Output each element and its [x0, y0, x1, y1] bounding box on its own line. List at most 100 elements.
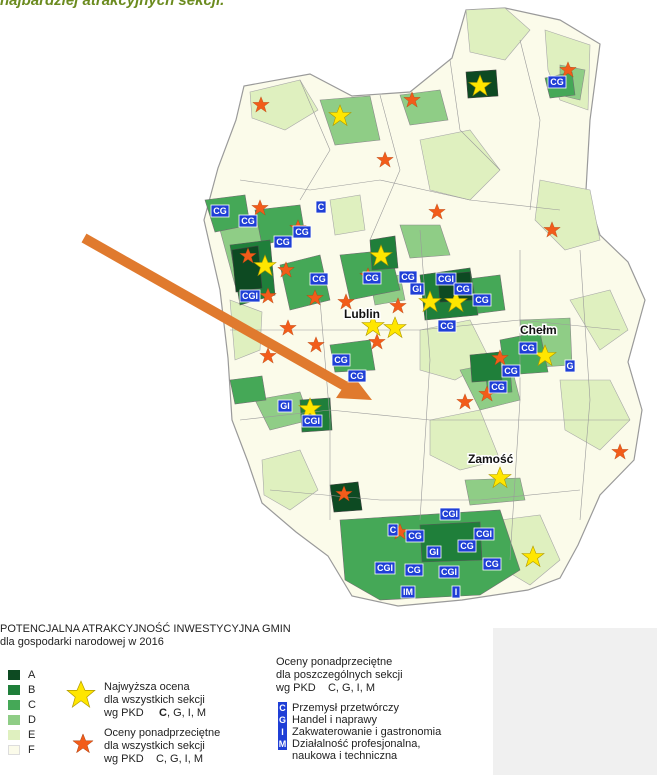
badge: CG	[472, 293, 492, 307]
legend-star-bottom-text: Oceny ponadprzeciętne dla wszystkich sek…	[104, 727, 220, 766]
svg-text:GI: GI	[412, 284, 422, 294]
badge: CG	[501, 364, 521, 378]
star-yellow-icon	[488, 466, 512, 489]
svg-text:GI: GI	[429, 547, 439, 557]
svg-text:CGI: CGI	[242, 291, 258, 301]
orange-stars	[239, 61, 629, 540]
pkd-badges: CG CG CG C CG CG CG CGI CG CG CGI CG CG …	[210, 75, 576, 599]
star-orange-icon	[543, 221, 561, 238]
star-orange-icon	[251, 199, 269, 216]
badge: CGI	[374, 561, 396, 575]
legend-right-header-line3: wg PKD C, G, I, M	[276, 682, 376, 694]
badge: CG	[273, 235, 293, 249]
badge: CG	[488, 380, 508, 394]
star-yellow-icon	[444, 290, 468, 313]
badge: CG	[405, 529, 425, 543]
svg-text:CG: CG	[365, 273, 379, 283]
svg-text:CG: CG	[241, 216, 255, 226]
star-orange-icon	[389, 297, 407, 314]
legend-title-line1: POTENCJALNA ATRAKCYJNOŚĆ INWESTYCYJNA GM…	[0, 623, 291, 635]
svg-text:CG: CG	[440, 321, 454, 331]
legend-star-top-line1: Najwyższa ocena	[104, 681, 190, 693]
city-label-zamosc: Zamość	[468, 452, 514, 466]
badge: CG	[331, 353, 351, 367]
legend-star-yellow-icon	[66, 680, 96, 708]
svg-text:CGI: CGI	[438, 274, 454, 284]
legend-gray-panel	[493, 628, 657, 775]
star-orange-icon	[403, 91, 421, 108]
svg-text:CGI: CGI	[442, 509, 458, 519]
class-e-areas	[229, 7, 631, 586]
pkd-label-c: Przemysł przetwórczy	[292, 702, 399, 714]
svg-text:CGI: CGI	[377, 563, 393, 573]
pkd-code-c: C	[278, 702, 287, 714]
svg-text:CG: CG	[407, 565, 421, 575]
legend-star-bottom-line3: wg PKD C, G, I, M	[104, 753, 204, 765]
svg-text:CG: CG	[491, 382, 505, 392]
legend-class-b: B	[28, 684, 36, 696]
legend-title-line2: dla gospodarki narodowej w 2016	[0, 636, 164, 648]
pkd-code-g: G	[278, 714, 287, 726]
star-orange-icon	[337, 293, 355, 310]
star-orange-icon	[277, 261, 295, 278]
svg-text:CG: CG	[521, 343, 535, 353]
badge: G	[564, 359, 576, 373]
badge: CGI	[473, 527, 495, 541]
star-yellow-icon	[369, 244, 393, 267]
badge: CG	[210, 204, 230, 218]
pkd-label-m: Działalność profesjonalna,	[292, 738, 421, 750]
legend-swatch-a	[8, 670, 20, 680]
star-orange-icon	[279, 319, 297, 336]
legend-class-e: E	[28, 729, 36, 741]
svg-text:CG: CG	[334, 355, 348, 365]
pkd-label-m-extra: naukowa i techniczna	[292, 750, 398, 762]
star-orange-icon	[376, 151, 394, 168]
badge: CGI	[301, 414, 323, 428]
svg-text:CG: CG	[295, 227, 309, 237]
legend-star-top-text: Najwyższa ocena dla wszystkich sekcji wg…	[104, 681, 206, 720]
badge: CG	[547, 75, 567, 89]
svg-text:CG: CG	[504, 366, 518, 376]
star-yellow-icon	[298, 397, 322, 420]
badge: IM	[400, 585, 416, 599]
legend-right-header-line2: dla poszczególnych sekcji	[276, 669, 403, 681]
badge: CG	[347, 369, 367, 383]
badge: CGI	[438, 565, 460, 579]
legend-star-top-line3: wg PKD C, G, I, M	[104, 707, 207, 719]
legend-swatch-b	[8, 685, 20, 695]
badge: GI	[409, 282, 425, 296]
badge: CG	[292, 225, 312, 239]
legend-title: POTENCJALNA ATRAKCYJNOŚĆ INWESTYCYJNA GM…	[0, 623, 291, 649]
pkd-code-i: I	[278, 726, 287, 738]
svg-text:CG: CG	[550, 77, 564, 87]
badge: CG	[238, 214, 258, 228]
legend-class-c: C	[28, 699, 36, 711]
badge: I	[451, 585, 461, 599]
badge: CG	[404, 563, 424, 577]
star-orange-icon	[306, 289, 324, 306]
badge: C	[315, 200, 327, 214]
star-orange-icon	[307, 336, 325, 353]
badge: CG	[398, 270, 418, 284]
svg-text:CG: CG	[276, 237, 290, 247]
city-label-chelm: Chełm	[520, 323, 557, 337]
svg-text:CG: CG	[456, 284, 470, 294]
badge: GI	[426, 545, 442, 559]
star-orange-icon	[259, 287, 277, 304]
gmina-boundaries	[230, 39, 630, 561]
star-orange-icon	[456, 393, 474, 410]
star-orange-icon	[611, 443, 629, 460]
pkd-label-g: Handel i naprawy	[292, 714, 377, 726]
svg-text:G: G	[566, 361, 573, 371]
star-orange-icon	[428, 203, 446, 220]
city-labels: Lublin Chełm Zamość	[343, 306, 559, 468]
legend-star-orange-icon	[72, 733, 94, 754]
star-orange-icon	[559, 61, 577, 78]
legend-swatch-c	[8, 700, 20, 710]
badge: CGI	[239, 289, 261, 303]
star-orange-icon	[259, 347, 277, 364]
legend-class-f: F	[28, 744, 35, 756]
badge: CG	[518, 341, 538, 355]
star-yellow-icon	[468, 74, 492, 97]
